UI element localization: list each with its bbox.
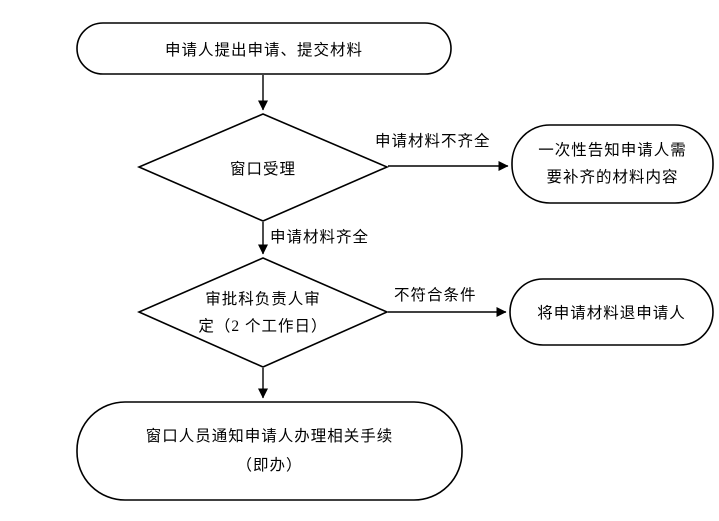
edge-label-not-meet-conditions: 不符合条件	[394, 287, 477, 304]
start-node-text: 申请人提出申请、提交材料	[164, 41, 363, 59]
return-materials-label: 将申请材料退申请人	[510, 279, 713, 345]
leader-review-text-line1: 审批科负责人审	[205, 290, 321, 308]
notify-incomplete-text-line2: 要补齐的材料内容	[546, 169, 679, 186]
leader-review-text-line2: 定（2 个工作日）	[198, 317, 328, 335]
window-acceptance-label: 窗口受理	[164, 114, 362, 221]
start-node-label: 申请人提出申请、提交材料	[77, 23, 451, 74]
return-materials-terminator-shape	[509, 278, 714, 346]
decision-leader-review-shape	[137, 257, 389, 368]
return-materials-text: 将申请材料退申请人	[537, 305, 686, 322]
edge-label-materials-incomplete: 申请材料不齐全	[375, 133, 491, 150]
window-acceptance-text: 窗口受理	[229, 160, 296, 178]
decision-window-acceptance-shape	[136, 113, 390, 222]
start-terminator-shape	[76, 22, 452, 75]
finish-node-label: 窗口人员通知申请人办理相关手续 （即办）	[77, 402, 462, 500]
leader-review-label: 审批科负责人审 定（2 个工作日）	[150, 258, 376, 367]
notify-incomplete-text-line1: 一次性告知申请人需	[538, 142, 687, 159]
finish-terminator-shape	[76, 401, 463, 501]
edge-label-materials-complete: 申请材料齐全	[270, 229, 370, 246]
notify-incomplete-label: 一次性告知申请人需 要补齐的材料内容	[512, 125, 713, 203]
finish-node-text-line2: （即办）	[236, 457, 303, 474]
finish-node-text-line1: 窗口人员通知申请人办理相关手续	[145, 428, 394, 445]
notify-incomplete-terminator-shape	[511, 124, 714, 204]
